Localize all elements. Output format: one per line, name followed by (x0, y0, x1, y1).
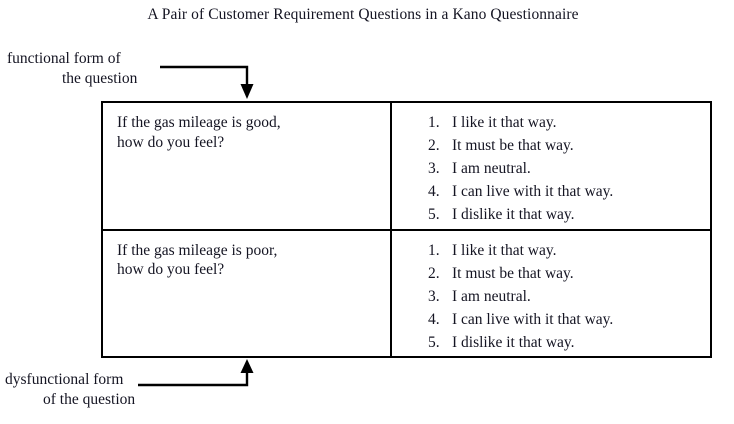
table-row: If the gas mileage is good, how do you f… (103, 103, 712, 231)
table-row: If the gas mileage is poor, how do you f… (103, 229, 712, 357)
option-number: 1. (428, 241, 440, 259)
answers-cell-dysfunctional: 1. I like it that way. 2. It must be tha… (391, 230, 712, 357)
list-item[interactable]: 3. I am neutral. (392, 157, 712, 180)
option-label: I am neutral. (452, 287, 531, 305)
option-label: I am neutral. (452, 160, 531, 177)
option-number: 3. (428, 287, 440, 305)
annotation-dysfunctional-form: dysfunctional form of the question (5, 370, 135, 409)
list-item[interactable]: 2. It must be that way. (392, 134, 712, 157)
questionnaire-body: If the gas mileage is good, how do you f… (103, 103, 712, 356)
option-number: 4. (428, 310, 440, 328)
option-number: 4. (428, 183, 440, 200)
list-item[interactable]: 1. I like it that way. (392, 239, 712, 262)
arrow-up-icon (240, 359, 254, 373)
annotation-functional-form: functional form of the question (7, 49, 137, 88)
list-item[interactable]: 3. I am neutral. (392, 285, 712, 308)
option-label: I like it that way. (452, 241, 557, 259)
question-text-functional: If the gas mileage is good, how do you f… (103, 103, 390, 152)
question-text-dysfunctional: If the gas mileage is poor, how do you f… (103, 231, 390, 280)
option-label: I dislike it that way. (452, 333, 575, 351)
questionnaire-grid: If the gas mileage is good, how do you f… (103, 103, 712, 356)
option-number: 5. (428, 206, 440, 223)
question-line1: If the gas mileage is good, (117, 114, 281, 131)
annotation-dysfunctional-line1: dysfunctional form (5, 371, 124, 388)
figure-title: A Pair of Customer Requirement Questions… (147, 6, 579, 23)
option-label: It must be that way. (452, 137, 574, 154)
list-item[interactable]: 5. I dislike it that way. (392, 331, 712, 354)
option-number: 3. (428, 160, 440, 177)
annotation-dysfunctional-line2: of the question (43, 390, 136, 408)
leader-line-functional (160, 65, 254, 99)
option-number: 5. (428, 333, 440, 351)
list-item[interactable]: 5. I dislike it that way. (392, 203, 712, 226)
question-cell-functional: If the gas mileage is good, how do you f… (103, 103, 392, 231)
answers-cell-functional: 1. I like it that way. 2. It must be tha… (391, 103, 712, 231)
question-line2: how do you feel? (117, 133, 225, 151)
option-label: It must be that way. (452, 264, 574, 282)
list-item[interactable]: 1. I like it that way. (392, 111, 712, 134)
option-number: 1. (428, 114, 440, 131)
option-label: I dislike it that way. (452, 206, 575, 223)
annotation-functional-line2: the question (62, 69, 138, 87)
annotation-functional-line1: functional form of (7, 50, 121, 67)
answer-options-functional: 1. I like it that way. 2. It must be tha… (392, 103, 712, 226)
list-item[interactable]: 4. I can live with it that way. (392, 308, 712, 331)
option-label: I can live with it that way. (452, 183, 614, 200)
question-line2: how do you feel? (117, 261, 225, 278)
list-item[interactable]: 4. I can live with it that way. (392, 180, 712, 203)
leader-line-dysfunctional (138, 359, 254, 387)
question-cell-dysfunctional: If the gas mileage is poor, how do you f… (103, 229, 392, 356)
option-number: 2. (428, 137, 440, 154)
question-line1: If the gas mileage is poor, (117, 241, 278, 259)
answer-options-dysfunctional: 1. I like it that way. 2. It must be tha… (392, 231, 712, 354)
arrow-down-icon (240, 84, 254, 99)
option-number: 2. (428, 264, 440, 282)
list-item[interactable]: 2. It must be that way. (392, 262, 712, 285)
option-label: I can live with it that way. (452, 310, 614, 328)
option-label: I like it that way. (452, 114, 557, 131)
kano-questionnaire-table: If the gas mileage is good, how do you f… (101, 101, 712, 358)
